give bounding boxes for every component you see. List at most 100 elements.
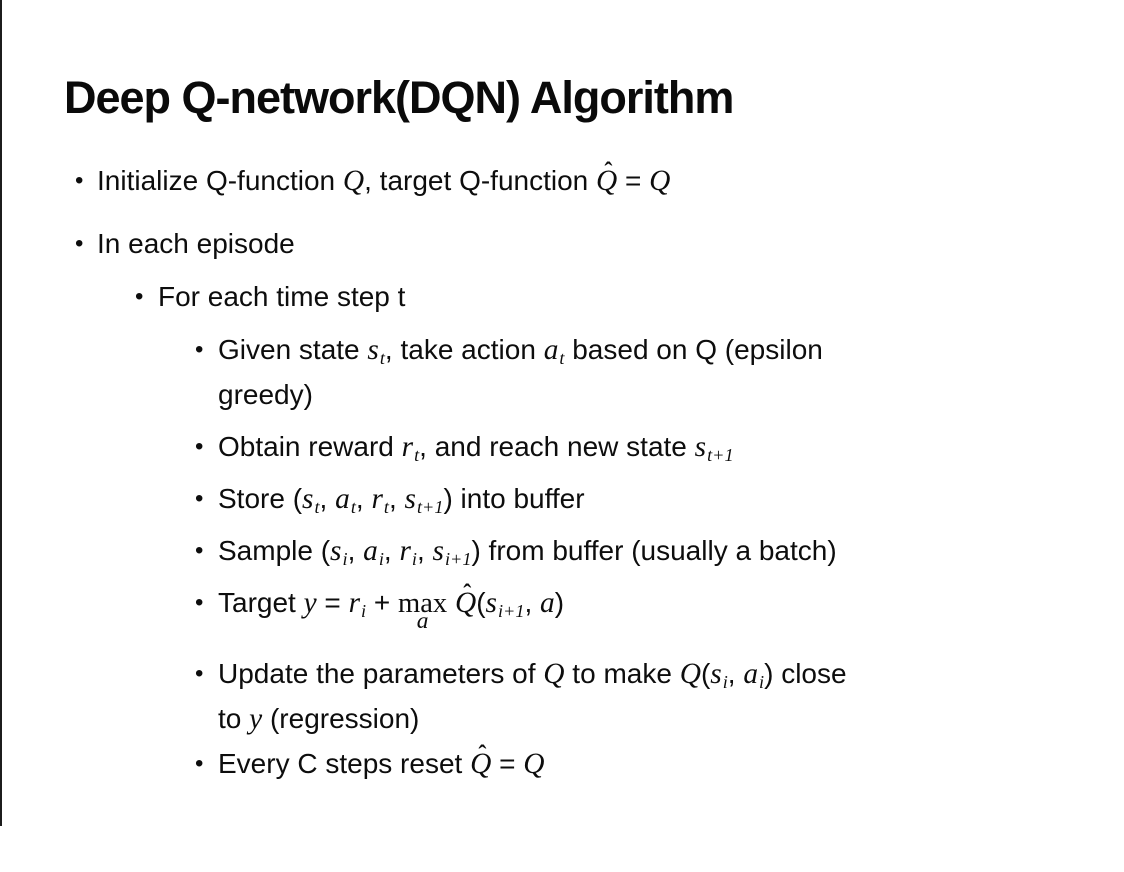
bullet-item: • For each time step t [0, 274, 1124, 319]
math-subscript: i [378, 549, 384, 570]
text-run: + [366, 587, 399, 619]
math-subscript: i+1 [497, 601, 525, 622]
math-subscript: i [722, 672, 728, 693]
math-var: ri [399, 535, 417, 570]
bullet-item: • In each episode [0, 221, 1124, 266]
slide-left-border [0, 0, 2, 826]
bullet-list: •Initialize Q-function Q, target Q-funct… [0, 158, 1124, 786]
text-run: For each time step t [158, 281, 406, 313]
text-run: Given state [218, 334, 368, 366]
text-run: ) into buffer [443, 483, 585, 515]
text-run: ( [700, 658, 711, 690]
math-var: ai [363, 535, 384, 570]
math-subscript: i [759, 672, 765, 693]
text-run: = [316, 587, 349, 619]
text-run: , take action [384, 334, 544, 366]
bullet-marker-icon: • [195, 433, 204, 461]
math-subscript: t [559, 348, 565, 369]
bullet-marker-icon: • [195, 750, 204, 778]
bullet-marker-icon: • [195, 485, 204, 513]
text-run: , [388, 483, 405, 515]
math-subscript: i [342, 549, 348, 570]
text-run: Update the parameters of [218, 658, 544, 690]
math-var: si [330, 535, 348, 570]
bullet-marker-icon: • [195, 537, 204, 565]
math-var: Q [342, 165, 365, 198]
math-var: si+1 [432, 535, 472, 570]
text-run: , target Q-function [364, 165, 597, 197]
math-var: ri [348, 587, 367, 622]
math-var: at [335, 483, 356, 518]
text-run: In each episode [97, 228, 295, 260]
bullet-marker-icon: • [195, 589, 204, 617]
bullet-item: • Store (st, at, rt, st+1) into buffer [0, 476, 1124, 521]
math-subscript: t [379, 348, 385, 369]
text-run: to make [564, 658, 680, 690]
math-var: rt [401, 431, 420, 466]
math-var: y [303, 587, 317, 620]
math-var: si+1 [485, 587, 525, 622]
bullet-marker-icon: • [195, 336, 204, 364]
text-run: , [524, 587, 540, 619]
text-run: based on Q (epsilon [564, 334, 823, 366]
math-var: rt [371, 483, 389, 518]
math-var: Q [649, 165, 671, 198]
text-run: , [355, 483, 372, 515]
text-run: = [617, 165, 650, 197]
bullet-marker-icon: • [135, 283, 144, 311]
text-run: , [727, 658, 744, 690]
math-subscript: t+1 [707, 445, 734, 466]
bullet-item: •Initialize Q-function Q, target Q-funct… [0, 158, 1124, 203]
text-run: , [347, 535, 364, 567]
math-var: y [249, 703, 263, 736]
text-run: , [416, 535, 433, 567]
slide-title: Deep Q-network(DQN) Algorithm [64, 72, 734, 124]
math-subscript: t [414, 445, 420, 466]
bullet-marker-icon: • [75, 230, 84, 258]
bullet-item: • Obtain reward rt, and reach new state s… [0, 424, 1124, 469]
bullet-item: •Update the parameters of Q to make Q(si… [0, 651, 1124, 741]
math-subscript: t [314, 497, 320, 518]
text-run: Initialize Q-function [97, 165, 343, 197]
text-run: (regression) [262, 703, 420, 735]
math-subscript: t [350, 497, 356, 518]
text-run: ) [554, 587, 565, 619]
text-run: = [491, 748, 524, 780]
bullet-item: • Given state st, take action at based on… [0, 327, 1124, 417]
text-run: greedy) [218, 379, 313, 411]
text-run: Target [218, 587, 304, 619]
math-var: st [367, 334, 385, 369]
text-run [447, 587, 455, 618]
text-run: Every C steps reset [218, 748, 471, 780]
text-run: ) from buffer (usually a batch) [471, 535, 837, 567]
math-var: Q [523, 748, 545, 781]
math-var: ai [743, 658, 765, 693]
bullet-marker-icon: • [75, 167, 84, 195]
text-run: to [218, 703, 250, 735]
math-var: si [710, 658, 728, 693]
text-run: Obtain reward [218, 431, 402, 463]
math-subscript: t+1 [416, 497, 444, 518]
math-subscript: i+1 [444, 549, 472, 570]
math-var: st+1 [694, 431, 734, 466]
bullet-item: • Sample (si, ai, ri, si+1) from buffer (… [0, 528, 1124, 573]
text-run: ) close [764, 658, 847, 690]
math-var: Q [543, 658, 565, 691]
math-subscript: i [411, 549, 417, 570]
math-var: Q [679, 658, 701, 691]
math-var: st+1 [404, 483, 444, 518]
math-subscript: i [361, 601, 367, 622]
math-var: at [543, 334, 565, 369]
text-run: ( [476, 587, 486, 619]
text-run: Sample ( [218, 535, 331, 567]
text-run: , and reach new state [419, 431, 695, 463]
math-var: a [540, 587, 555, 620]
text-run: Store ( [218, 483, 303, 515]
bullet-marker-icon: • [195, 660, 204, 688]
text-run: , [383, 535, 400, 567]
text-run: , [319, 483, 336, 515]
math-var: st [302, 483, 320, 518]
